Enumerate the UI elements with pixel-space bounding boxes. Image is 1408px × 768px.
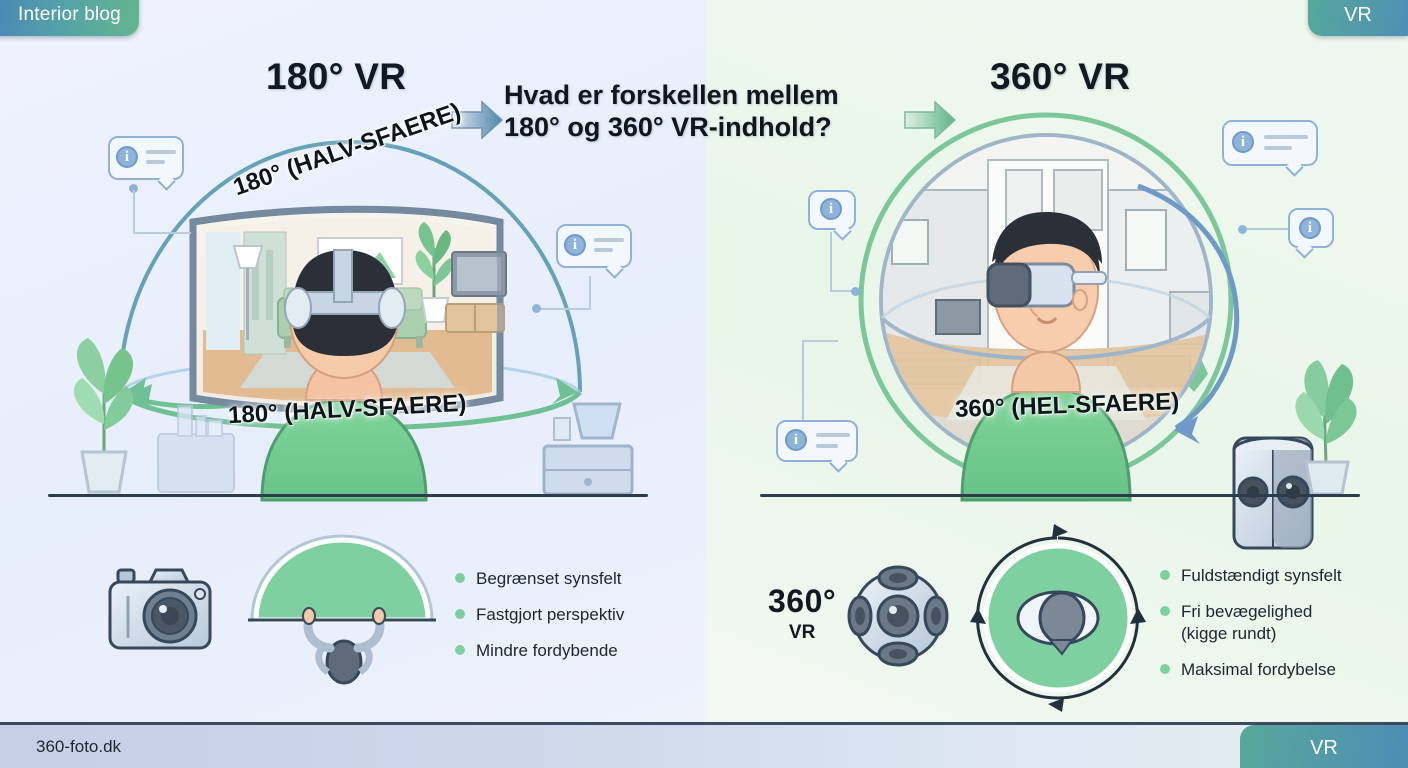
bubble-connector-line	[830, 232, 832, 290]
bubble-line-1	[816, 433, 850, 437]
bubble-connector-line	[133, 190, 135, 234]
left-floor-line	[48, 494, 648, 497]
info-icon: i	[820, 198, 842, 220]
tab-interior-blog-label: Interior blog	[18, 4, 121, 25]
badge-360-label: 360°	[768, 583, 837, 619]
list-item-label: Maksimal fordybelse	[1181, 660, 1336, 680]
info-icon: i	[785, 429, 807, 451]
info-bubble-left-1[interactable]: i	[108, 136, 184, 191]
list-item-label: Fri bevægelighed	[1181, 602, 1313, 622]
list-item: Fuldstændigt synsfelt	[1160, 565, 1342, 587]
arrow-right-icon-left	[451, 100, 504, 140]
list-item: Maksimal fordybelse	[1160, 659, 1342, 681]
right-floor-line	[760, 494, 1360, 497]
bubble-connector-line	[1242, 228, 1288, 230]
list-item-label: Mindre fordybende	[476, 641, 618, 661]
dslr-camera-icon	[108, 568, 212, 650]
bubble-connector-line	[802, 340, 804, 420]
info-bubble-right-1[interactable]: i	[808, 190, 856, 241]
right-feature-list: Fuldstændigt synsfelt Fri bevægelighed (…	[1160, 565, 1342, 695]
tab-vr-top[interactable]: VR	[1308, 0, 1408, 36]
left-panel-title: 180° VR	[266, 56, 407, 97]
360-camera-ball-icon	[847, 565, 949, 667]
list-item-sublabel: (kigge rundt)	[1181, 624, 1277, 644]
list-item: Mindre fordybende	[455, 640, 624, 662]
bullet-dot	[455, 573, 465, 583]
arrow-right-icon-right	[904, 100, 957, 140]
bubble-line-1	[594, 238, 624, 242]
list-item-label: Fuldstændigt synsfelt	[1181, 566, 1342, 585]
headline: Hvad er forskellen mellem 180° og 360° V…	[504, 80, 908, 144]
info-bubble-right-4[interactable]: i	[776, 420, 858, 473]
potted-plant-icon	[1295, 360, 1357, 496]
bubble-line-2	[816, 444, 838, 448]
badge-vr-label: VR	[788, 622, 816, 643]
badge-360-vr: 360° VR	[768, 583, 836, 644]
right-panel-title: 360° VR	[990, 56, 1131, 97]
bubble-connector-line	[830, 290, 858, 292]
footer-vr-badge[interactable]: VR	[1240, 725, 1408, 768]
bubble-connector-line	[133, 232, 191, 234]
info-icon: i	[116, 146, 138, 168]
info-bubble-right-3[interactable]: i	[1288, 208, 1334, 259]
bubble-connector-line	[589, 276, 591, 310]
bubble-line-1	[146, 150, 176, 154]
info-icon: i	[564, 234, 586, 256]
half-dome-diagram-icon	[248, 534, 436, 685]
bullet-dot	[455, 645, 465, 656]
bubble-connector-dot	[1238, 225, 1247, 234]
list-item: Fri bevægelighed (kigge rundt)	[1160, 601, 1342, 645]
bullet-dot	[1160, 606, 1170, 617]
left-panel-artwork	[73, 140, 634, 685]
footer: 360-foto.dk VR	[0, 722, 1408, 768]
bubble-connector-line	[802, 340, 838, 342]
360-cylinder-camera-icon	[1232, 436, 1314, 550]
list-item-label: Begrænset synsfelt	[476, 569, 622, 588]
info-bubble-left-2[interactable]: i	[556, 224, 632, 279]
info-icon: i	[1232, 131, 1254, 153]
right-panel-artwork	[847, 112, 1357, 712]
footer-url[interactable]: 360-foto.dk	[36, 737, 122, 756]
list-item: Begrænset synsfelt	[455, 568, 624, 590]
tab-interior-blog[interactable]: Interior blog	[0, 0, 139, 36]
bullet-dot	[455, 609, 465, 620]
bubble-connector-dot	[532, 304, 541, 313]
bubble-connector-dot	[129, 184, 138, 193]
bubble-line-2	[1264, 146, 1292, 150]
info-icon: i	[1299, 217, 1321, 239]
full-sphere-rotation-diagram-icon	[970, 524, 1146, 712]
bubble-line-2	[146, 160, 165, 164]
list-item: Fastgjort perspektiv	[455, 604, 624, 626]
info-bubble-right-2[interactable]: i	[1222, 120, 1318, 177]
bubble-connector-dot	[851, 287, 860, 296]
left-feature-list: Begrænset synsfelt Fastgjort perspektiv …	[455, 568, 624, 676]
headline-line-1: Hvad er forskellen mellem	[504, 80, 839, 110]
bubble-line-1	[1264, 135, 1308, 139]
bullet-dot	[1160, 570, 1170, 580]
bubble-line-2	[594, 248, 613, 252]
headline-line-2: 180° og 360° VR-indhold?	[504, 111, 832, 142]
footer-vr-badge-label: VR	[1310, 736, 1338, 759]
list-item-label: Fastgjort perspektiv	[476, 605, 625, 625]
bubble-connector-line	[536, 308, 591, 310]
tab-vr-top-label: VR	[1344, 3, 1372, 26]
bullet-dot	[1160, 664, 1170, 675]
